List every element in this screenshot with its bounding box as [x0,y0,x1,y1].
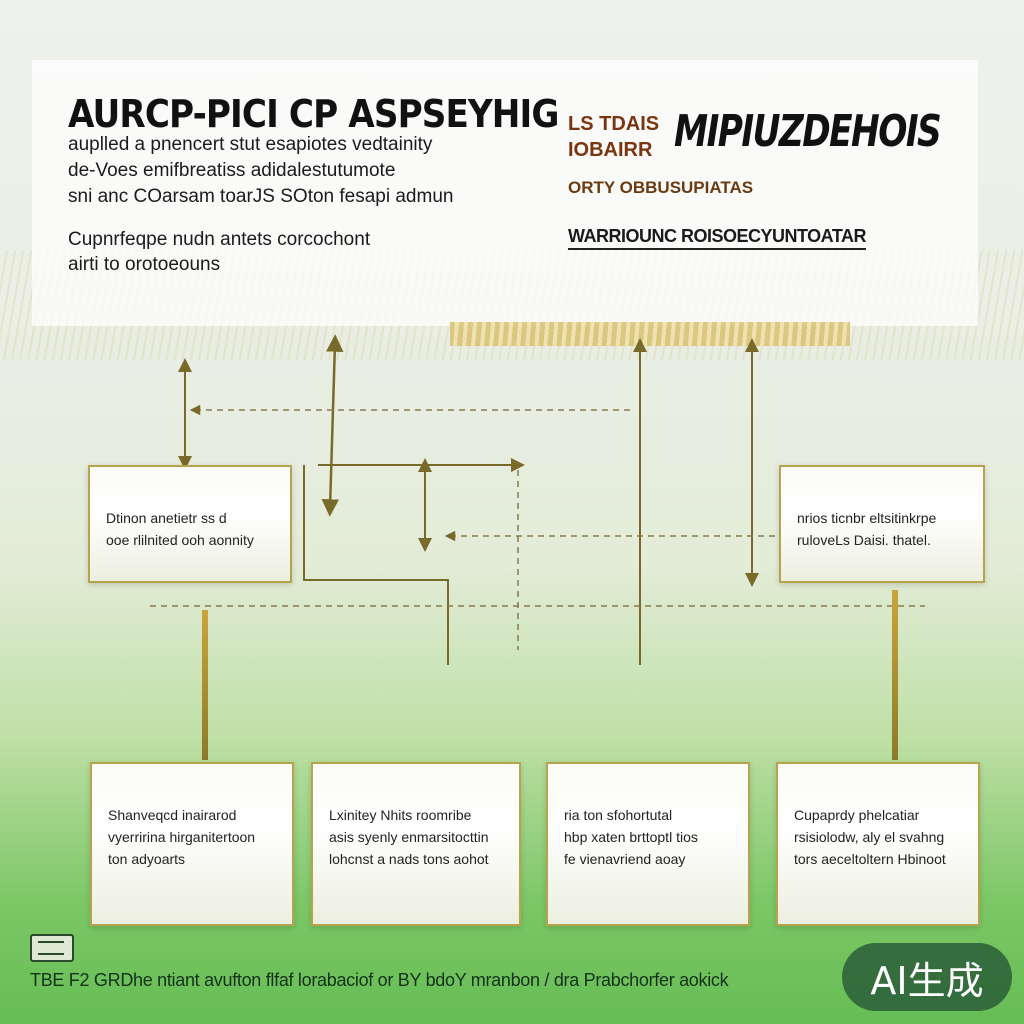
node-text: hbp xaten brttoptl tios [564,829,698,845]
node-text: Lxinitey Nhits roomribe [329,807,472,823]
secondary-title: MIPIUZDEHOIS [674,106,942,157]
decorative-stalk [892,590,898,760]
ai-generated-badge: AI生成 [842,943,1012,1011]
node-text: ria ton sfohortutal [564,807,673,823]
node-text: asis syenly enmarsitocttin [329,829,489,845]
description-line: auplled a pnencert stut esapiotes vedtai… [68,134,433,155]
node-text: Shanveqcd inairarod [108,807,237,823]
header-panel [32,60,978,326]
description-line: sni anc COarsam toarJS SOton fesapi admu… [68,186,454,207]
node-text: tors aeceltoltern Hbinoot [794,851,946,867]
note-block: Cupnrfeqpe nudn antets corcochont airti … [68,227,370,277]
node-text: ton adyoarts [108,851,186,867]
secondary-link[interactable]: WARRIOUNC ROISOECYUNTOATAR [568,226,867,250]
diagram-node-f: Cupaprdy phelcatiar rsisiolodw, aly el s… [776,762,980,926]
diagram-node-e: ria ton sfohortutal hbp xaten brttoptl t… [546,762,750,926]
connector-line [303,465,449,665]
diagram-node-c: Shanveqcd inairarod vyerririna hirganite… [90,762,294,926]
node-text: ooe rlilnited ooh aonnity [106,532,254,548]
connector-line [321,334,344,517]
diagram-node-b: nrios ticnbr eltsitinkrpe ruloveLs Daisi… [779,465,985,583]
description-line: de-Voes emifbreatiss adidalestutumote [68,160,396,181]
node-text: vyerririna hirganitertoon [108,829,256,845]
node-text: rsisiolodw, aly el svahng [794,829,945,845]
note-line: airti to orotoeouns [68,254,221,275]
tag-line: IOBAIRR [568,139,653,161]
document-icon [30,934,74,962]
diagram-node-d: Lxinitey Nhits roomribe asis syenly enma… [311,762,521,926]
note-line: Cupnrfeqpe nudn antets corcochont [68,229,371,250]
tag-line: LS TDAIS [568,113,660,135]
decorative-stalk [202,610,208,760]
node-text: Cupaprdy phelcatiar [794,807,920,823]
decorative-ochre-band [450,322,850,346]
diagram-node-a: Dtinon anetietr ss d ooe rlilnited ooh a… [88,465,292,583]
description-block: auplled a pnencert stut esapiotes vedtai… [68,132,538,210]
node-text: ruloveLs Daisi. thatel. [797,532,931,548]
node-text: fe vienavriend aoay [564,851,686,867]
node-text: Dtinon anetietr ss d [106,510,227,526]
secondary-subtitle: ORTY OBBUSUPIATAS [568,178,754,197]
main-title: AURCP-PICI CP ASPSEYHIG [68,92,559,136]
tag-block: LS TDAIS IOBAIRR [568,111,659,163]
node-text: lohcnst a nads tons aohot [329,851,489,867]
footer-caption: TBE F2 GRDhe ntiant avufton flfaf loraba… [30,970,729,990]
node-text: nrios ticnbr eltsitinkrpe [797,510,937,526]
